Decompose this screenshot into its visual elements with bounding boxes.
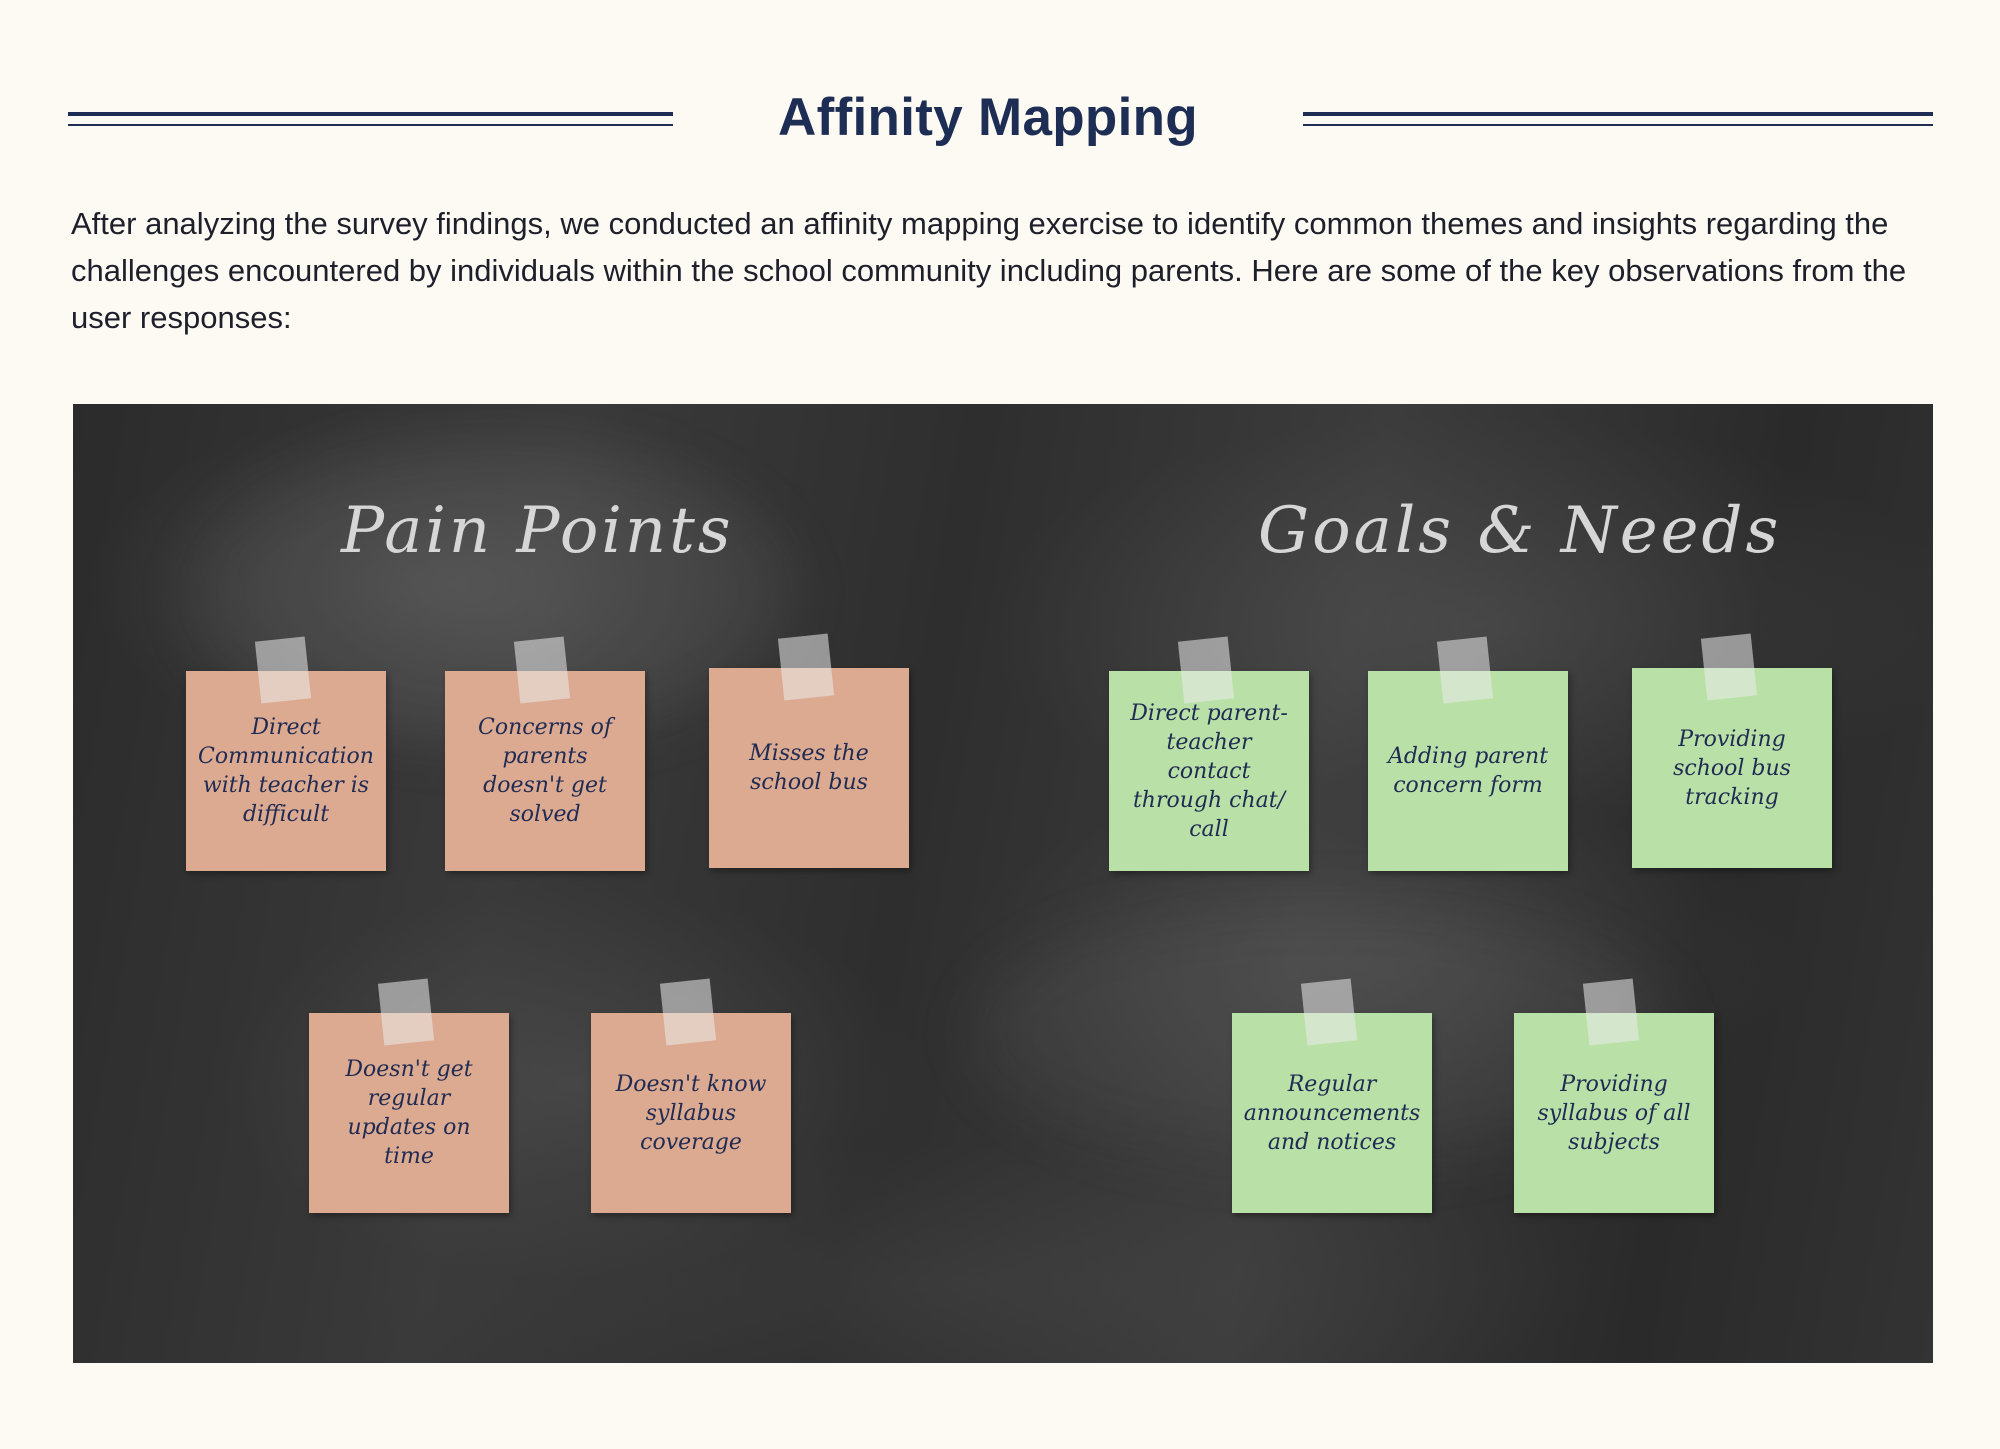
tape — [254, 636, 312, 704]
header-rule-left — [68, 112, 673, 126]
goal-note-text: Adding parent concern form — [1387, 744, 1549, 798]
goal-note: Direct parent-teacher contact through ch… — [1109, 636, 1309, 871]
pain-note-text: Doesn't get regular updates on time — [345, 1057, 473, 1169]
tape — [777, 633, 835, 701]
pain-note-text: Direct Communication with teacher is dif… — [198, 715, 374, 827]
intro-paragraph: After analyzing the survey findings, we … — [71, 206, 1907, 335]
pain-note: Doesn't know syllabus coverage — [591, 978, 791, 1213]
goal-note-text: Regular announcements and notices — [1243, 1071, 1421, 1155]
pain-note: Direct Communication with teacher is dif… — [186, 636, 386, 871]
header-rule-right — [1303, 112, 1933, 126]
goal-note: Providing school bus tracking — [1632, 633, 1832, 868]
tape — [1582, 978, 1640, 1046]
chalkboard: Pain Points Goals & Needs Direct Communi… — [73, 404, 1933, 1363]
goal-note-text: Providing syllabus of all subjects — [1537, 1071, 1691, 1155]
tape — [1436, 636, 1494, 704]
tape — [1700, 633, 1758, 701]
goal-note: Adding parent concern form — [1368, 636, 1568, 871]
pain-note-text: Doesn't know syllabus coverage — [615, 1071, 767, 1155]
pain-points-title: Pain Points — [341, 494, 734, 568]
goal-note-text: Providing school bus tracking — [1673, 726, 1791, 810]
tape — [1177, 636, 1235, 704]
goal-note-text: Direct parent-teacher contact through ch… — [1130, 700, 1288, 842]
pain-note: Doesn't get regular updates on time — [309, 978, 509, 1213]
goal-note: Providing syllabus of all subjects — [1514, 978, 1714, 1213]
goal-note: Regular announcements and notices — [1232, 978, 1432, 1213]
goals-needs-title: Goals & Needs — [1258, 494, 1782, 568]
page-title: Affinity Mapping — [778, 88, 1198, 147]
pain-note: Concerns of parents doesn't get solved — [445, 636, 645, 871]
pain-note-text: Concerns of parents doesn't get solved — [478, 715, 612, 827]
tape — [377, 978, 435, 1046]
page-header: Affinity Mapping — [68, 86, 1933, 150]
tape — [513, 636, 571, 704]
pain-note-text: Misses the school bus — [749, 741, 869, 795]
pain-note: Misses the school bus — [709, 633, 909, 868]
tape — [659, 978, 717, 1046]
tape — [1300, 978, 1358, 1046]
